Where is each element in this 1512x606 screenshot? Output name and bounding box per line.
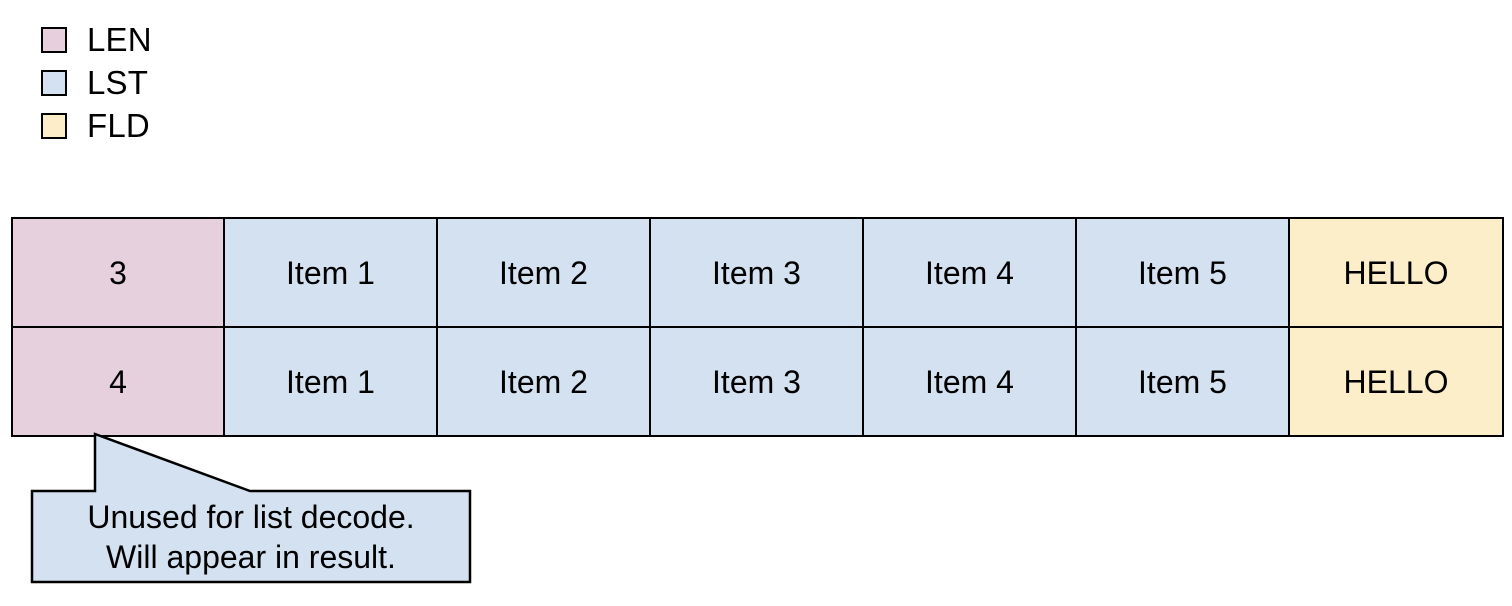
cell-lst-row1-item1: Item 1 <box>223 326 438 437</box>
cell-lst-row0-item5: Item 5 <box>1075 217 1290 328</box>
cell-lst-row0-item1: Item 1 <box>223 217 438 328</box>
cell-lst-row0-item3: Item 3 <box>649 217 864 328</box>
cell-fld-row0: HELLO <box>1288 217 1504 328</box>
callout-text: Unused for list decode. Will appear in r… <box>32 491 470 582</box>
cell-lst-row1-item5: Item 5 <box>1075 326 1290 437</box>
cell-lst-row1-item3: Item 3 <box>649 326 864 437</box>
legend-item-fld: FLD <box>41 104 441 147</box>
cell-len-row0: 3 <box>11 217 225 328</box>
legend-item-lst: LST <box>41 61 441 104</box>
legend-item-len: LEN <box>41 18 441 61</box>
cell-lst-row0-item2: Item 2 <box>436 217 651 328</box>
legend-label-lst: LST <box>87 64 149 101</box>
legend-label-fld: FLD <box>87 107 150 144</box>
cell-len-row1: 4 <box>11 326 225 437</box>
legend-swatch-fld <box>41 112 67 139</box>
callout-line-1: Unused for list decode. <box>87 498 415 535</box>
legend-label-len: LEN <box>87 21 152 58</box>
legend-swatch-lst <box>41 69 67 96</box>
cell-lst-row1-item2: Item 2 <box>436 326 651 437</box>
callout-line-2: Will appear in result. <box>106 538 396 575</box>
cell-lst-row1-item4: Item 4 <box>862 326 1077 437</box>
legend: LEN LST FLD <box>41 18 441 147</box>
legend-swatch-len <box>41 26 67 53</box>
table-row: 3 Item 1 Item 2 Item 3 Item 4 Item 5 HEL… <box>11 217 1504 328</box>
cell-lst-row0-item4: Item 4 <box>862 217 1077 328</box>
packet-table: 3 Item 1 Item 2 Item 3 Item 4 Item 5 HEL… <box>11 217 1504 437</box>
cell-fld-row1: HELLO <box>1288 326 1504 437</box>
table-row: 4 Item 1 Item 2 Item 3 Item 4 Item 5 HEL… <box>11 326 1504 437</box>
